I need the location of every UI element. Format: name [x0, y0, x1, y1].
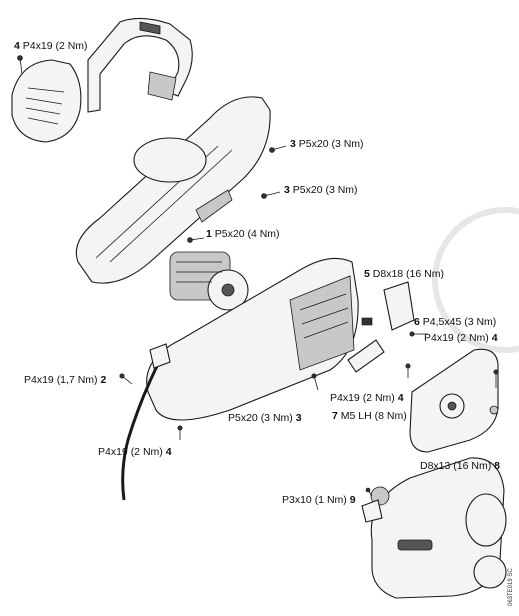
callout-8: D8x13 (16 Nm) 8 [420, 460, 500, 472]
screw-icon [489, 405, 499, 415]
brake-parts [347, 281, 415, 373]
screw-icon [493, 369, 499, 375]
screw-icon [311, 373, 317, 379]
screw-icon [261, 193, 267, 199]
callout-4-bottom: P4x19 (2 Nm) 4 [98, 446, 172, 458]
screw-icon [119, 373, 125, 379]
callout-1: 1 P5x20 (4 Nm) [206, 228, 280, 240]
main-housing [75, 96, 271, 284]
callout-4-top: 4 P4x19 (2 Nm) [14, 40, 88, 52]
sprocket-cover [370, 457, 507, 599]
screw-icon [365, 487, 371, 493]
callout-2: P4x19 (1,7 Nm) 2 [24, 374, 107, 386]
callout-4-right: P4x19 (2 Nm) 4 [424, 332, 498, 344]
callout-6: 6 P4,5x45 (3 Nm) [414, 316, 497, 328]
callout-3-a: 3 P5x20 (3 Nm) [290, 138, 364, 150]
motor [169, 251, 249, 311]
top-handle [87, 17, 193, 113]
screw-icon [187, 237, 193, 243]
callout-5: 5 D8x18 (16 Nm) [364, 268, 444, 280]
screw-icon [177, 425, 183, 431]
callout-3-b: 3 P5x20 (3 Nm) [284, 184, 358, 196]
callout-4-mid: P4x19 (2 Nm) 4 [330, 392, 404, 404]
callout-7: 7 M5 LH (8 Nm) [332, 410, 407, 422]
screws [17, 55, 499, 497]
rear-cover [11, 59, 82, 143]
watermark [432, 207, 519, 353]
side-plate [409, 348, 499, 453]
callout-9: P3x10 (1 Nm) 9 [282, 494, 356, 506]
screw-icon [17, 55, 23, 61]
power-cable [121, 343, 171, 501]
drawing-code: 063TE019 SC [508, 568, 514, 606]
callout-3-c: P5x20 (3 Nm) 3 [228, 412, 302, 424]
screw-icon [361, 317, 373, 326]
screw-icon [405, 363, 411, 369]
screw-icon [409, 331, 415, 337]
screw-icon [269, 147, 275, 153]
small-sprocket [361, 486, 390, 523]
